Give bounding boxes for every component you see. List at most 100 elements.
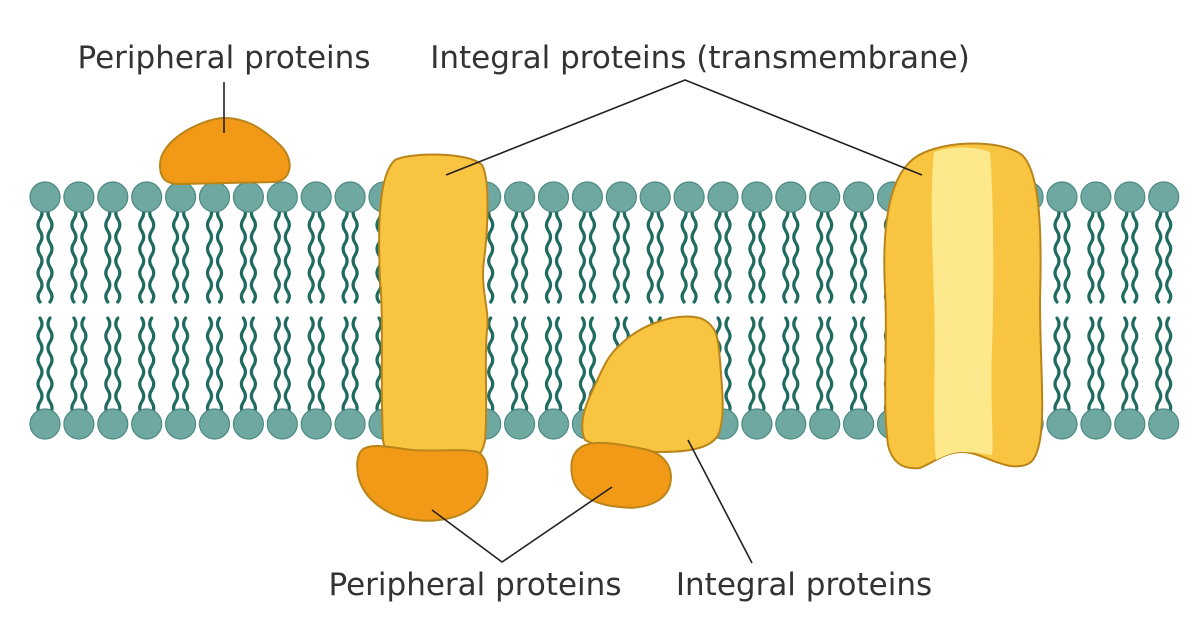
lipid-head-lower bbox=[1148, 408, 1180, 440]
lipid-tail-upper bbox=[138, 205, 146, 304]
lipid-tail-lower bbox=[487, 316, 495, 416]
label-peripheral-proteins-top: Peripheral proteins bbox=[78, 40, 371, 76]
lipid-head-upper bbox=[741, 181, 773, 213]
lipid-head-lower bbox=[1080, 408, 1112, 440]
lipid-head-lower bbox=[537, 408, 570, 440]
lipid-head-upper bbox=[300, 181, 332, 213]
lipid-head-upper bbox=[266, 181, 298, 213]
lipid-tail-lower bbox=[758, 316, 766, 416]
lipid-tail-lower bbox=[70, 316, 78, 416]
lipid-head-upper bbox=[1080, 181, 1112, 213]
lipid-tail-upper bbox=[724, 205, 732, 304]
leader-integral-bottom bbox=[687, 439, 753, 564]
lipid-tail-upper bbox=[114, 205, 122, 304]
lipid-head-upper bbox=[503, 181, 536, 213]
lipid-head-upper bbox=[97, 181, 129, 213]
lipid-tail-upper bbox=[1131, 205, 1139, 304]
lipid-tail-upper bbox=[622, 205, 630, 304]
lipid-tail-upper bbox=[487, 205, 495, 304]
lipid-head-upper bbox=[1046, 181, 1078, 213]
lipid-tail-lower bbox=[826, 316, 834, 416]
channel-highlight bbox=[931, 147, 994, 460]
lipid-head-lower bbox=[503, 408, 536, 440]
lipid-tail-lower bbox=[182, 316, 190, 416]
lipid-head-upper bbox=[537, 181, 570, 213]
lipid-tail-upper bbox=[816, 205, 824, 304]
lipid-tail-upper bbox=[511, 205, 519, 304]
lipid-tail-lower bbox=[1121, 316, 1129, 416]
lipid-head-upper bbox=[673, 181, 705, 213]
label-integral-proteins-bottom: Integral proteins bbox=[676, 567, 932, 603]
lipid-tail-upper bbox=[646, 205, 654, 304]
lipid-tail-upper bbox=[554, 205, 563, 304]
lipid-tail-lower bbox=[46, 316, 54, 416]
lipid-tail-upper bbox=[1063, 205, 1071, 304]
lipid-tail-lower bbox=[148, 316, 156, 416]
lipid-head-upper bbox=[842, 181, 875, 213]
lipid-tail-upper bbox=[70, 205, 78, 304]
lipid-tail-upper bbox=[544, 205, 553, 304]
lipid-head-lower bbox=[775, 408, 807, 440]
lipid-tail-upper bbox=[656, 205, 664, 304]
lipid-tail-upper bbox=[588, 205, 596, 304]
lipid-tail-lower bbox=[317, 316, 325, 416]
lipid-tail-lower bbox=[1053, 316, 1061, 416]
lipid-tail-lower bbox=[307, 316, 315, 416]
lipid-head-lower bbox=[266, 408, 298, 440]
lipid-tail-lower bbox=[341, 316, 349, 416]
peripheral-protein-bottom-middle bbox=[570, 441, 672, 509]
lipid-head-upper bbox=[809, 181, 841, 213]
lipid-head-lower bbox=[198, 408, 231, 440]
leader-integral-transmembrane bbox=[445, 79, 923, 176]
lipid-tail-upper bbox=[826, 205, 834, 304]
lipid-head-upper bbox=[639, 181, 671, 213]
lipid-tail-upper bbox=[850, 205, 858, 304]
lipid-tail-lower bbox=[249, 316, 257, 416]
lipid-head-lower bbox=[1114, 408, 1146, 440]
lipid-head-upper bbox=[571, 181, 604, 213]
lipid-head-upper bbox=[63, 181, 95, 213]
lipid-tail-lower bbox=[1155, 316, 1163, 416]
lipid-tail-lower bbox=[578, 316, 586, 416]
lipid-tail-upper bbox=[182, 205, 190, 304]
lipid-tail-lower bbox=[792, 316, 800, 416]
label-integral-proteins-transmembrane: Integral proteins (transmembrane) bbox=[430, 40, 970, 76]
lipid-tail-upper bbox=[317, 205, 325, 304]
lipid-head-lower bbox=[300, 408, 332, 440]
integral-protein-middle bbox=[581, 315, 724, 454]
lipid-tail-lower bbox=[114, 316, 122, 416]
lipid-head-lower bbox=[334, 408, 366, 440]
lipid-tail-lower bbox=[375, 316, 383, 416]
lipid-tail-upper bbox=[612, 205, 620, 304]
lipid-head-upper bbox=[334, 181, 366, 213]
lipid-tail-lower bbox=[351, 316, 359, 416]
lipid-head-lower bbox=[741, 408, 773, 440]
lipid-tail-upper bbox=[148, 205, 156, 304]
lipid-head-upper bbox=[131, 181, 163, 213]
lipid-head-lower bbox=[842, 408, 875, 440]
lipid-tail-upper bbox=[690, 205, 698, 304]
integral-protein-left bbox=[378, 153, 489, 464]
lipid-tail-upper bbox=[1155, 205, 1163, 304]
lipid-head-lower bbox=[29, 408, 61, 440]
lipid-tail-upper bbox=[36, 205, 44, 304]
lipid-head-upper bbox=[1114, 181, 1146, 213]
lipid-tail-lower bbox=[860, 316, 868, 416]
lipid-head-lower bbox=[809, 408, 841, 440]
lipid-tail-lower bbox=[36, 316, 44, 416]
lipid-tail-upper bbox=[578, 205, 586, 304]
lipid-head-upper bbox=[29, 181, 61, 213]
label-peripheral-proteins-bottom: Peripheral proteins bbox=[329, 567, 622, 603]
lipid-head-upper bbox=[605, 181, 637, 213]
lipid-tail-upper bbox=[792, 205, 800, 304]
lipid-tail-lower bbox=[816, 316, 824, 416]
lipid-tail-lower bbox=[1131, 316, 1139, 416]
lipid-tail-lower bbox=[544, 316, 553, 416]
lipid-tail-upper bbox=[307, 205, 315, 304]
lipid-tail-upper bbox=[341, 205, 349, 304]
peripheral-protein-bottom-left bbox=[356, 444, 489, 522]
lipid-head-upper bbox=[775, 181, 807, 213]
lipid-tail-upper bbox=[351, 205, 359, 304]
lipid-tail-lower bbox=[554, 316, 563, 416]
lipid-tail-upper bbox=[1165, 205, 1173, 304]
